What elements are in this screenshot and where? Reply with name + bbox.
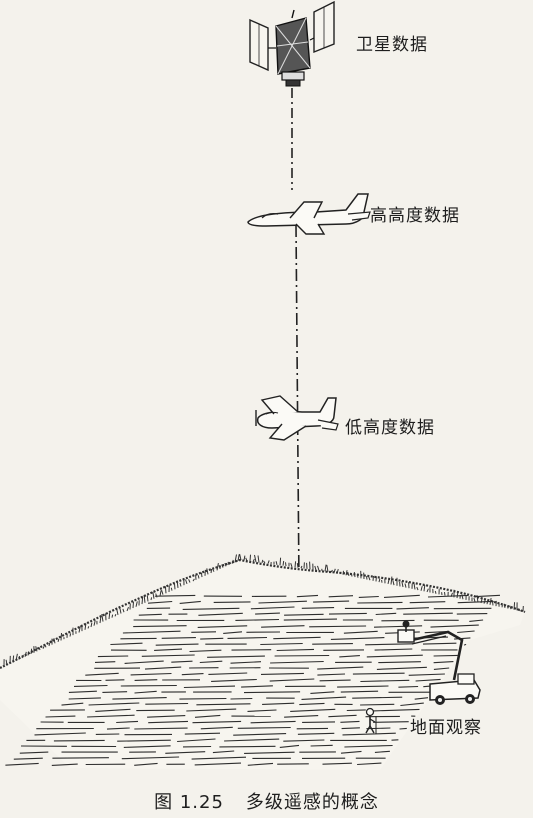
low-altitude-data-label: 低高度数据 bbox=[345, 418, 435, 438]
high-altitude-jet-icon bbox=[247, 193, 371, 235]
ground-person-icon bbox=[365, 707, 377, 734]
high-altitude-data-label: 高高度数据 bbox=[370, 206, 460, 226]
ground-truck-icon bbox=[397, 620, 481, 705]
satellite-icon bbox=[249, 0, 335, 87]
ground-observation-label: 地面观察 bbox=[410, 718, 482, 738]
figure-caption: 图 1.25 多级遥感的概念 bbox=[0, 788, 533, 814]
figure-caption-text: 多级遥感的概念 bbox=[245, 792, 379, 813]
satellite-data-label: 卫星数据 bbox=[356, 35, 428, 55]
low-altitude-plane-icon bbox=[255, 395, 339, 441]
figure-number: 图 1.25 bbox=[154, 792, 224, 813]
ground-field bbox=[0, 553, 526, 770]
